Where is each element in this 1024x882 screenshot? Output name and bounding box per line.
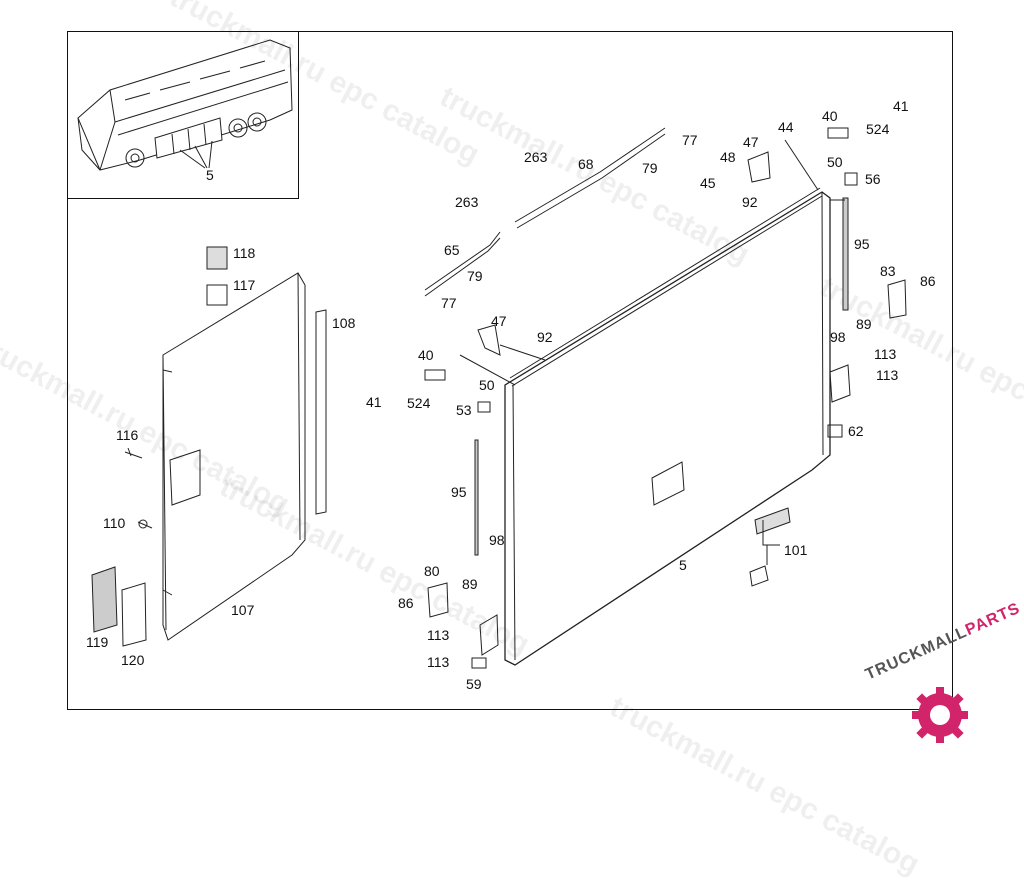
callout-524-top: 524	[866, 121, 890, 137]
diagram-frame	[67, 31, 953, 710]
callout-47-mid: 47	[491, 313, 507, 329]
callout-117: 117	[233, 277, 256, 293]
callout-110: 110	[103, 515, 126, 531]
callout-5: 5	[679, 557, 687, 573]
callout-107: 107	[231, 602, 255, 618]
callout-95-left: 95	[451, 484, 467, 500]
callout-95-right: 95	[854, 236, 870, 252]
callout-68: 68	[578, 156, 594, 172]
callout-118: 118	[233, 245, 256, 261]
callout-86-left: 86	[398, 595, 414, 611]
callout-59: 59	[466, 676, 482, 692]
callout-56: 56	[865, 171, 881, 187]
callout-41-mid: 41	[366, 394, 382, 410]
callout-50-mid: 50	[479, 377, 495, 393]
seal-strip	[315, 309, 327, 515]
callout-48: 48	[720, 149, 736, 165]
callout-86-right: 86	[920, 273, 936, 289]
callout-92-mid: 92	[537, 329, 553, 345]
callout-79-top: 79	[642, 160, 658, 176]
callout-79-mid: 79	[467, 268, 483, 284]
callout-41-top: 41	[893, 98, 909, 114]
callout-263-top: 263	[524, 149, 548, 165]
callout-92-top: 92	[742, 194, 758, 210]
callout-120: 120	[121, 652, 145, 668]
callout-47-top: 47	[743, 134, 759, 150]
service-door	[504, 191, 831, 666]
callout-119: 119	[86, 634, 109, 650]
callout-113-left-b: 113	[427, 654, 450, 670]
callout-113-left-a: 113	[427, 627, 450, 643]
callout-77-top: 77	[682, 132, 698, 148]
callout-113-right-b: 113	[876, 367, 899, 383]
callout-50-top: 50	[827, 154, 843, 170]
callout-116: 116	[116, 427, 139, 443]
callout-89-right: 89	[856, 316, 872, 332]
bus-illustration	[77, 39, 293, 171]
callout-80: 80	[424, 563, 440, 579]
inset-frame	[67, 31, 299, 199]
callout-62: 62	[848, 423, 864, 439]
callout-524-mid: 524	[407, 395, 431, 411]
gear-logo-icon	[912, 687, 968, 743]
callout-inset-5: 5	[206, 167, 214, 183]
callout-65: 65	[444, 242, 460, 258]
callout-40-mid: 40	[418, 347, 434, 363]
callout-53: 53	[456, 402, 472, 418]
callout-98-left: 98	[489, 532, 505, 548]
callout-83: 83	[880, 263, 896, 279]
callout-44: 44	[778, 119, 794, 135]
side-cover-panel	[162, 272, 306, 641]
callout-263-mid: 263	[455, 194, 479, 210]
callout-98-right: 98	[830, 329, 846, 345]
callout-77-mid: 77	[441, 295, 457, 311]
callout-40-top: 40	[822, 108, 838, 124]
callout-101: 101	[784, 542, 808, 558]
drawing	[77, 39, 907, 669]
callout-108: 108	[332, 315, 356, 331]
callout-89-left: 89	[462, 576, 478, 592]
callout-45: 45	[700, 175, 716, 191]
callout-113-right-a: 113	[874, 346, 897, 362]
